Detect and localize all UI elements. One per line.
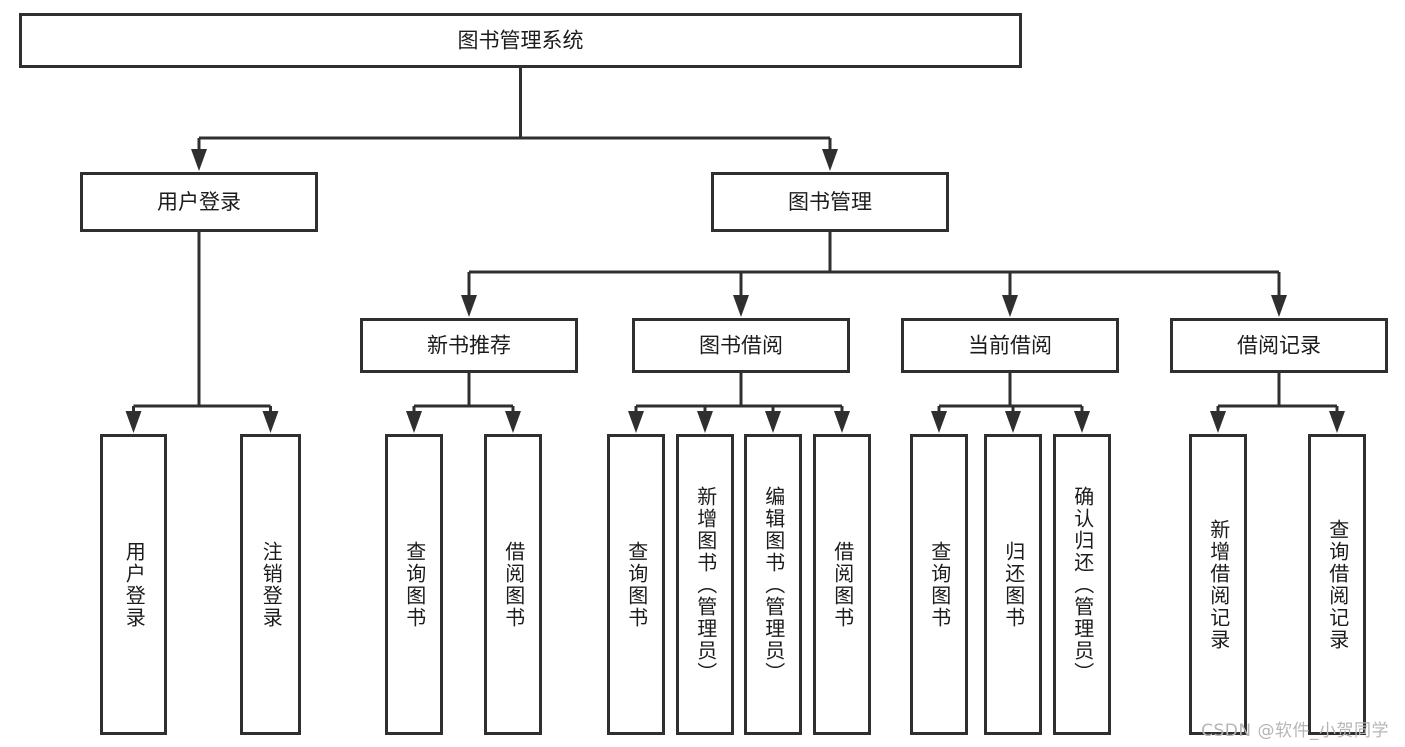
conn-current-borrow-to-leaf-query-book-3-head [931, 411, 947, 433]
node-book-manage[interactable] [711, 172, 949, 232]
leaf-node-leaf-return-book[interactable] [984, 434, 1042, 735]
conn-book-manage-to-borrow-record-head [1271, 295, 1287, 317]
label-current-borrow: 当前借阅 [968, 334, 1052, 358]
leaf-node-leaf-query-record[interactable] [1308, 434, 1366, 735]
label-new-book-rec: 新书推荐 [427, 334, 511, 358]
conn-new-book-rec-to-leaf-borrow-book-1-head [505, 411, 521, 433]
conn-book-manage-to-new-book-rec-head [461, 295, 477, 317]
leaf-node-leaf-query-book-3[interactable] [910, 434, 968, 735]
connector-layer [125, 68, 1345, 433]
leaf-node-leaf-edit-book[interactable] [744, 434, 802, 735]
conn-book-manage-to-book-borrow-head [733, 295, 749, 317]
leaf-node-leaf-query-book-2[interactable] [607, 434, 665, 735]
conn-borrow-record-to-leaf-add-record-head [1210, 411, 1226, 433]
label-borrow-record: 借阅记录 [1237, 334, 1321, 358]
node-user-login[interactable] [80, 172, 318, 232]
conn-book-borrow-to-leaf-edit-book-head [765, 411, 781, 433]
label-book-manage: 图书管理 [788, 190, 872, 214]
node-undefined[interactable] [19, 13, 1022, 68]
label-book-borrow: 图书借阅 [699, 334, 783, 358]
leaf-node-leaf-confirm-return[interactable] [1053, 434, 1111, 735]
leaf-node-leaf-query-book-1[interactable] [385, 434, 443, 735]
label-undefined: 图书管理系统 [458, 29, 584, 53]
node-borrow-record[interactable] [1170, 318, 1388, 373]
conn-book-borrow-to-leaf-query-book-2-head [628, 411, 644, 433]
leaf-node-leaf-user-login[interactable] [100, 434, 167, 735]
node-book-borrow[interactable] [632, 318, 850, 373]
leaf-node-leaf-add-book[interactable] [676, 434, 734, 735]
label-user-login: 用户登录 [157, 190, 241, 214]
leaf-node-leaf-borrow-book-1[interactable] [484, 434, 542, 735]
node-current-borrow[interactable] [901, 318, 1119, 373]
leaf-node-leaf-add-record[interactable] [1189, 434, 1247, 735]
conn-borrow-record-to-leaf-query-record-head [1329, 411, 1345, 433]
conn-root-to-user-login-head [191, 149, 207, 171]
node-new-book-rec[interactable] [360, 318, 578, 373]
conn-user-login-to-leaf-logout-head [262, 411, 279, 433]
watermark: CSDN @软件_小贺同学 [1201, 721, 1389, 741]
conn-root-to-book-manage-head [822, 149, 838, 171]
leaf-node-leaf-borrow-book-2[interactable] [813, 434, 871, 735]
conn-book-manage-to-current-borrow-head [1002, 295, 1018, 317]
box-layer [19, 13, 1388, 735]
conn-current-borrow-to-leaf-confirm-return-head [1074, 411, 1090, 433]
conn-user-login-to-leaf-user-login-head [125, 411, 142, 433]
conn-book-borrow-to-leaf-add-book-head [697, 411, 713, 433]
leaf-node-leaf-logout[interactable] [240, 434, 301, 735]
conn-current-borrow-to-leaf-return-book-head [1005, 411, 1021, 433]
conn-new-book-rec-to-leaf-query-book-1-head [406, 411, 422, 433]
conn-book-borrow-to-leaf-borrow-book-2-head [834, 411, 850, 433]
